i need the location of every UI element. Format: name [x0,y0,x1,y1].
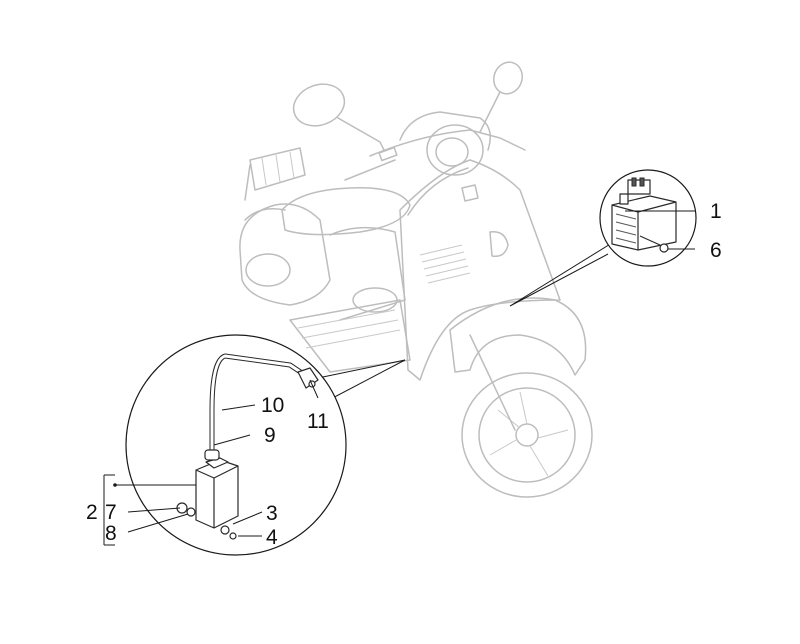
spark-plug-cap-part [297,367,319,389]
callout-number-2: 2 [86,501,98,524]
callout-number-4: 4 [266,526,278,549]
detail-circle-2 [125,334,347,556]
callout-leaders [103,210,695,546]
screw-part [639,235,669,253]
callout-number-7: 7 [105,501,117,524]
callout-number-3: 3 [266,502,278,525]
ht-lead-part [209,353,307,455]
voltage-regulator-part [611,177,677,251]
callout-number-9: 9 [264,424,276,447]
callout-number-1: 1 [710,200,722,223]
callout-number-8: 8 [105,522,117,545]
ignition-coil-part [195,449,239,529]
detail-2-pointer [317,359,406,403]
scooter-outline [239,61,593,498]
callout-number-11: 11 [307,410,329,433]
callout-number-10: 10 [261,394,284,417]
callout-number-6: 6 [710,239,722,262]
detail-1-pointer [509,237,621,307]
